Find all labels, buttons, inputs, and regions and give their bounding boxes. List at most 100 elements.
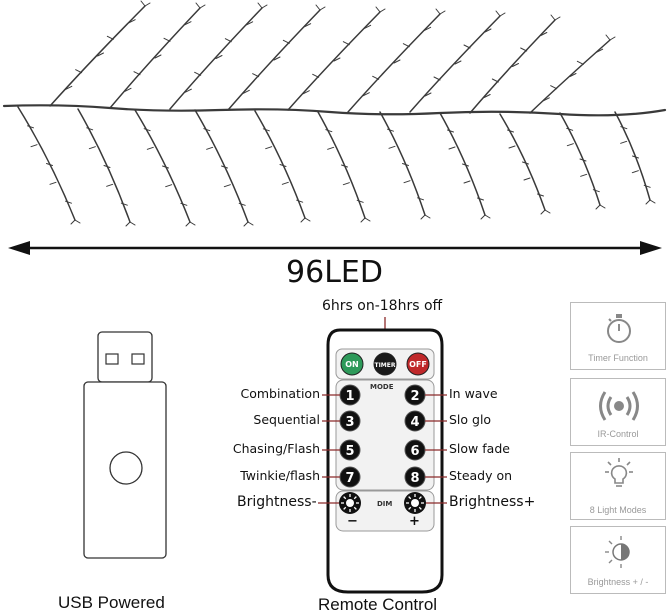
vine-branch-down	[134, 109, 191, 223]
vine-twig	[435, 8, 446, 15]
vine-twig	[550, 14, 561, 21]
vine-twig	[224, 38, 232, 43]
vine-twig	[302, 90, 310, 95]
remote-timer-button[interactable]	[373, 352, 397, 376]
vine-twig	[133, 71, 141, 76]
vine-twig	[296, 199, 304, 203]
vine-twig	[75, 69, 83, 74]
vine-twig	[645, 199, 656, 205]
vine-branch-up	[347, 13, 441, 113]
vine-branch-up	[227, 9, 321, 111]
vine-twig	[387, 128, 394, 132]
vine-twig	[483, 94, 491, 98]
vine-twig	[162, 165, 169, 169]
vine-twig	[362, 92, 370, 97]
vine-branch-down	[194, 109, 249, 223]
vine-twig	[30, 144, 38, 148]
vine-twig	[312, 73, 320, 78]
feature-label: Brightness + / -	[587, 577, 649, 587]
vine-twig	[508, 145, 516, 149]
vine-twig	[364, 24, 372, 29]
vine-twig	[417, 197, 424, 201]
sun-icon	[406, 494, 424, 512]
vine-twig	[184, 88, 192, 93]
vine-twig	[522, 161, 529, 165]
feature-label: 8 Light Modes	[589, 505, 647, 515]
vine-twig	[49, 181, 57, 185]
vine-twig	[540, 209, 551, 215]
vine-twig	[273, 56, 281, 61]
vine-twig	[304, 23, 312, 28]
vine-twig	[580, 173, 588, 177]
vine-twig	[424, 92, 432, 97]
vine-twig	[463, 44, 471, 49]
vine-twig	[27, 125, 34, 129]
vine-twig	[520, 47, 528, 52]
light-bulb-icon	[605, 458, 633, 487]
vine-twig	[124, 87, 132, 92]
plus-label: +	[409, 514, 420, 529]
vine-branch-up	[109, 7, 201, 109]
vine-twig	[70, 219, 81, 225]
vine-twig	[300, 217, 311, 223]
vine-twig	[542, 97, 550, 102]
feature-ir-control: IR-Control	[570, 378, 666, 446]
vine-twig	[262, 128, 270, 132]
vine-twig	[252, 73, 260, 78]
mode-label-4: Slo glo	[449, 412, 492, 427]
vine-branch-down	[17, 106, 76, 221]
vine-twig	[403, 180, 411, 184]
vine-twig	[447, 129, 454, 133]
vine-twig	[462, 163, 469, 167]
vine-twig	[372, 75, 380, 80]
usb-button	[109, 451, 143, 485]
vine-twig	[238, 202, 246, 206]
vine-twig	[215, 55, 223, 59]
mode-label-8: Steady on	[449, 468, 513, 483]
stopwatch-icon	[607, 314, 631, 343]
vine-branch-up	[529, 39, 611, 114]
vine-twig	[103, 165, 111, 168]
feature-timer-function: Timer Function	[570, 302, 666, 370]
mode-button-number: 2	[410, 389, 419, 404]
vine-twig	[631, 170, 639, 174]
vine-twig	[125, 221, 136, 227]
vine-twig	[433, 76, 441, 81]
vine-twig	[402, 43, 410, 48]
minus-label: −	[347, 514, 358, 529]
remote-on-button[interactable]	[340, 352, 364, 376]
vine-branch-down	[559, 112, 601, 206]
vine-twig	[402, 163, 409, 166]
vine-twig	[491, 78, 499, 83]
vine-twig	[454, 60, 462, 65]
vine-twig	[341, 164, 348, 168]
vine-twig	[550, 85, 558, 90]
ir-signal-icon	[599, 391, 639, 421]
vine-twig	[620, 126, 628, 130]
vine-twig	[523, 177, 531, 181]
usb-caption: USB Powered	[58, 593, 165, 612]
vine-twig	[342, 41, 350, 46]
led-vine-illustration	[2, 0, 667, 227]
brightness-icon	[605, 536, 630, 568]
feature-brightness: Brightness + / -	[570, 526, 666, 594]
mode-button-number: 4	[410, 415, 419, 430]
vine-twig	[97, 52, 104, 57]
vine-twig	[46, 163, 53, 166]
remote-off-button[interactable]	[406, 352, 430, 376]
vine-twig	[246, 21, 254, 26]
vine-twig	[424, 26, 432, 31]
mode-button-number: 7	[345, 471, 354, 486]
vine-twig	[146, 146, 154, 150]
vine-twig	[463, 180, 471, 184]
led-count-label: 96LED	[286, 255, 383, 290]
dim-label: DIM	[377, 500, 393, 508]
brightness-up-label: Brightness+	[449, 494, 536, 510]
mode-button-number: 3	[345, 415, 354, 430]
brightness-down-label: Brightness-	[237, 494, 317, 510]
remote-caption: Remote Control	[318, 595, 438, 614]
vine-twig	[140, 0, 151, 7]
vine-twig	[165, 184, 173, 188]
mode-button-number: 1	[345, 389, 354, 404]
